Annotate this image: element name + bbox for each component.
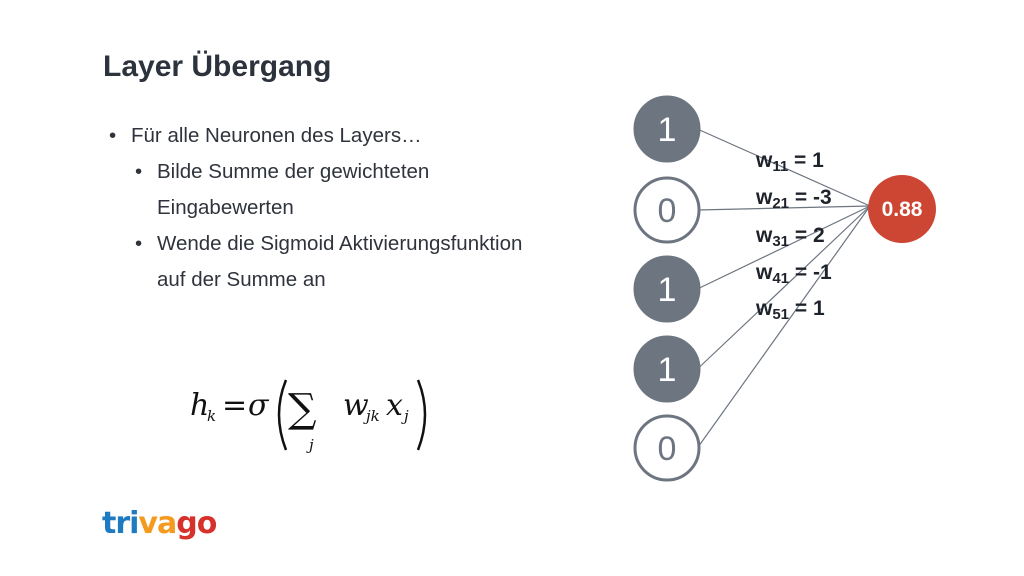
formula-right-paren	[416, 379, 427, 451]
input-neuron-2: 0	[633, 176, 701, 244]
input-neuron-3: 1	[633, 255, 701, 323]
edge-1	[697, 128, 871, 207]
formula-x: x	[386, 388, 403, 423]
edge-2	[697, 205, 871, 211]
formula-left-paren	[277, 379, 288, 451]
output-neuron: 0.88	[868, 175, 936, 243]
logo-part-va: va	[138, 506, 177, 541]
edge-5	[696, 205, 871, 449]
neuron-value: 1	[658, 111, 677, 149]
sub-bullet-text: Bilde Summe der gewichteten Eingabewerte…	[157, 160, 430, 219]
formula-w: w	[343, 388, 369, 423]
neuron-value: 1	[658, 271, 677, 309]
neuron-circle	[633, 176, 701, 244]
input-neuron-4: 1	[633, 335, 701, 403]
sigmoid-formula: h k = σ ∑ j w jk x j	[188, 368, 448, 478]
neuron-circle	[633, 414, 701, 482]
neuron-circle	[633, 255, 701, 323]
input-neuron-5: 0	[633, 414, 701, 482]
formula-sum: ∑	[288, 386, 317, 432]
edge-3	[697, 205, 871, 290]
trivago-logo: trivago	[102, 506, 217, 541]
formula-equals: =	[222, 388, 247, 423]
neuron-circle	[633, 95, 701, 163]
weight-label-5: w51 = 1	[755, 297, 825, 323]
input-neuron-1: 1	[633, 95, 701, 163]
weight-label-1: w11 = 1	[755, 149, 824, 175]
neuron-value: 0	[658, 192, 677, 230]
bullet-main: Für alle Neuronen des Layers… Bilde Summ…	[105, 118, 525, 298]
formula-h-sub: k	[207, 407, 216, 425]
connection-edges	[696, 128, 871, 449]
formula-sum-sub: j	[306, 436, 314, 454]
sub-bullet: Bilde Summe der gewichteten Eingabewerte…	[131, 154, 525, 226]
weight-label-4: w41 = -1	[755, 261, 832, 287]
logo-part-go: go	[176, 506, 217, 541]
formula-h: h	[190, 388, 209, 423]
slide-title: Layer Übergang	[103, 50, 332, 83]
sub-bullet-list: Bilde Summe der gewichteten Eingabewerte…	[131, 154, 525, 298]
formula-w-sub: jk	[363, 407, 380, 425]
edge-4	[696, 205, 871, 370]
weight-labels: w11 = 1 w21 = -3 w31 = 2 w41 = -1 w51 = 1	[755, 149, 832, 323]
output-value: 0.88	[882, 198, 923, 221]
neuron-circle	[633, 335, 701, 403]
neuron-value: 0	[658, 430, 677, 468]
output-circle	[868, 175, 936, 243]
bullet-list: Für alle Neuronen des Layers… Bilde Summ…	[105, 118, 525, 298]
sub-bullet-text: Wende die Sigmoid Aktivierungsfunktion a…	[157, 232, 523, 291]
formula-sigma: σ	[248, 388, 270, 423]
weight-label-2: w21 = -3	[755, 186, 832, 212]
sub-bullet: Wende die Sigmoid Aktivierungsfunktion a…	[131, 226, 525, 298]
formula-x-sub: j	[401, 407, 409, 425]
input-neurons: 1 0 1 1 0	[633, 95, 701, 482]
weight-label-3: w31 = 2	[755, 224, 825, 250]
bullet-main-text: Für alle Neuronen des Layers…	[131, 124, 422, 147]
neuron-value: 1	[658, 351, 677, 389]
logo-part-tri: tri	[102, 506, 139, 541]
